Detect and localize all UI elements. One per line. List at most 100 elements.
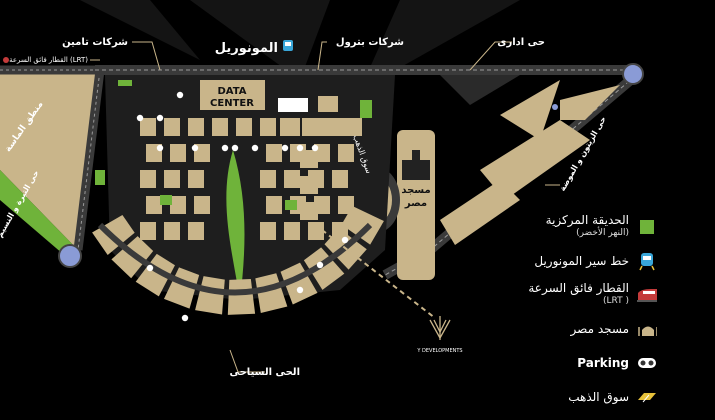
city-block: [140, 222, 156, 240]
city-block: [280, 118, 296, 136]
road-node: [251, 144, 259, 152]
legend-gold-text: سوق الذهب: [568, 389, 629, 404]
admin-blocks: [440, 75, 620, 245]
arc-block: [163, 267, 200, 309]
monorail-top-icon: [283, 40, 293, 51]
brand-label: Y DEVELOPMENTS: [416, 348, 462, 354]
brand-logo: [429, 316, 451, 340]
city-block: [164, 118, 180, 136]
arc-road: [97, 222, 373, 296]
city-block: [332, 170, 348, 188]
city-block: [300, 176, 318, 194]
gold-icon: [637, 387, 657, 407]
left-wedge: [0, 65, 106, 260]
city-block: [164, 222, 180, 240]
road-node: [311, 144, 319, 152]
city-block: [300, 150, 318, 168]
label-tameen: شركات تامين: [62, 37, 128, 48]
legend-train-text: القطار فائق السرعة: [528, 281, 629, 295]
legend-row-parking: Parking: [487, 346, 657, 380]
monorail-icon: [637, 251, 657, 271]
label-petrol: شركات بترول: [336, 37, 404, 48]
label-admin: حى ادارى: [497, 37, 545, 48]
legend-row-park: الحديقة المركزية(النهر الأخضر): [487, 210, 657, 244]
legend-row-train: القطار فائق السرعة(LRT ): [487, 278, 657, 312]
city-block: [338, 144, 354, 162]
city-block: [170, 144, 186, 162]
city-block: [300, 202, 318, 220]
road-node: [146, 264, 154, 272]
city-block: [346, 118, 362, 136]
city-block: [260, 170, 276, 188]
green-square-icon: [637, 217, 657, 237]
road-node: [296, 286, 304, 294]
city-block: [188, 118, 204, 136]
legend-train-sub: (LRT ): [603, 296, 629, 306]
legend-parking-text: Parking: [577, 355, 629, 370]
city-block: [188, 170, 204, 188]
mosque-label-1: مسجد: [401, 185, 430, 196]
city-block: [338, 196, 354, 214]
arc-block: [280, 262, 318, 305]
city-block: [194, 196, 210, 214]
road-node: [191, 144, 199, 152]
road-node: [221, 144, 229, 152]
city-block: [284, 222, 300, 240]
road-node: [281, 144, 289, 152]
mosque-icon: [637, 319, 657, 339]
city-block: [236, 118, 252, 136]
city-block: [170, 196, 186, 214]
legend-mosque-text: مسجد مصر: [570, 321, 629, 336]
arc-block: [341, 205, 384, 245]
city-block: [212, 118, 228, 136]
city-block: [302, 118, 318, 136]
central-park: [226, 150, 245, 300]
city-block: [260, 222, 276, 240]
map-legend: الحديقة المركزية(النهر الأخضر) خط سير ال…: [487, 210, 657, 414]
legend-row-gold: سوق الذهب: [487, 380, 657, 414]
legend-monorail-text: خط سير المونوريل: [534, 253, 629, 268]
legend-row-mosque: مسجد مصر: [487, 312, 657, 346]
road-node: [231, 144, 239, 152]
road-node: [341, 236, 349, 244]
road-node: [156, 114, 164, 122]
road-node: [156, 144, 164, 152]
city-block: [308, 222, 324, 240]
data-center-block: [200, 80, 265, 110]
arc-block: [135, 253, 175, 297]
city-block: [266, 196, 282, 214]
city-block: [164, 170, 180, 188]
brand-leader: [321, 229, 436, 319]
road-nodes: [58, 63, 644, 322]
central-district: [95, 75, 395, 300]
mosque-block: [397, 130, 435, 280]
legend-park-sub: (النهر الأخضر): [576, 228, 629, 238]
label-leaders: [90, 41, 560, 373]
road-node: [181, 314, 189, 322]
road-node: [176, 91, 184, 99]
arc-block: [303, 247, 345, 290]
label-monorail: المونوريل: [215, 41, 278, 56]
road-node: [136, 114, 144, 122]
city-block: [266, 144, 282, 162]
parking-icon: [637, 353, 657, 373]
data-center-label-1: DATA: [217, 86, 246, 97]
road-node: [296, 144, 304, 152]
label-tourist: الحى السياحى: [229, 367, 300, 378]
arc-block: [227, 279, 256, 315]
road-node: [316, 261, 324, 269]
city-block: [324, 118, 340, 136]
legend-park-text: الحديقة المركزية: [545, 213, 629, 227]
legend-row-monorail: خط سير المونوريل: [487, 244, 657, 278]
city-block: [284, 170, 300, 188]
data-center-label-2: CENTER: [210, 98, 254, 109]
city-block: [188, 222, 204, 240]
label-lrt-top: القطار فائق السرعة (LRT): [9, 56, 88, 64]
city-block: [146, 196, 162, 214]
train-icon: [637, 285, 657, 305]
city-block: [140, 118, 156, 136]
mosque-label-2: مصر: [404, 198, 427, 209]
city-block: [260, 118, 276, 136]
city-block: [140, 170, 156, 188]
